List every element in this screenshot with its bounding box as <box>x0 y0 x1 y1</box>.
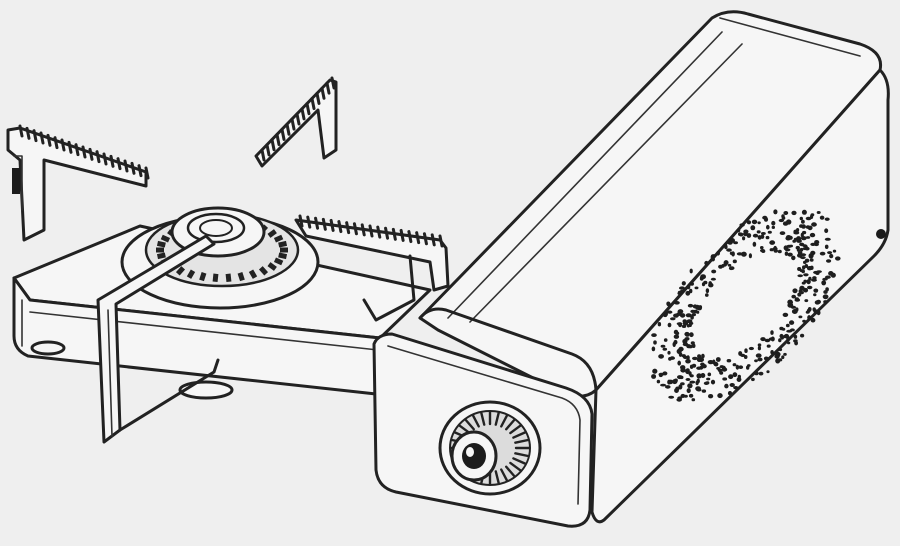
control-knob[interactable] <box>438 400 542 496</box>
burner <box>120 206 320 310</box>
support-serrations <box>18 76 444 248</box>
cartridge-housing <box>418 10 890 524</box>
vent-holes <box>651 209 841 402</box>
